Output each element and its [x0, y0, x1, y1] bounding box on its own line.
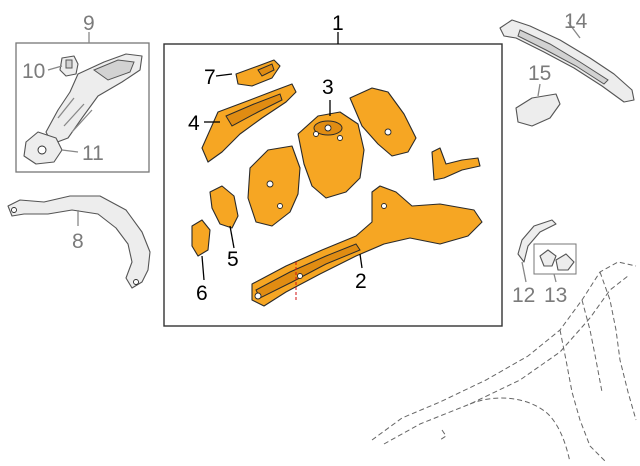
leader-13: [553, 273, 557, 283]
part-2-lower-rail: [251, 185, 483, 307]
assembly-9-box: [15, 42, 150, 173]
leader-7: [215, 73, 233, 77]
callout-11: 11: [82, 142, 104, 165]
part-9-rail: [45, 53, 143, 145]
rear-panel: [349, 87, 417, 157]
callout-15: 15: [528, 62, 551, 85]
part-15-bracket: [515, 93, 561, 127]
callout-2: 2: [355, 270, 367, 293]
part-5-bracket: [209, 185, 239, 229]
part-11-mount: [23, 131, 63, 165]
callout-3: 3: [322, 76, 334, 99]
callout-8: 8: [72, 230, 84, 253]
callout-6: 6: [196, 282, 208, 305]
callout-13: 13: [544, 284, 567, 307]
part-8-shield: [7, 195, 151, 289]
part-14-strut: [499, 19, 635, 103]
part-4-upper-rail: [201, 83, 297, 163]
part-6-bracket: [191, 219, 211, 257]
leader-12: [521, 261, 527, 283]
leader-6: [201, 255, 205, 281]
part-3-apron: [247, 145, 301, 227]
part-3-strut-tower: [297, 111, 365, 199]
callout-10: 10: [22, 60, 45, 83]
callout-5: 5: [227, 248, 239, 271]
leader-14: [567, 21, 581, 39]
callout-9: 9: [83, 12, 95, 35]
callout-14: 14: [564, 10, 588, 33]
callout-1: 1: [332, 12, 344, 35]
part-10-bracket: [59, 55, 79, 77]
part-13-grommets: [533, 243, 577, 275]
main-assembly-box: [163, 43, 503, 327]
side-bracket: [431, 147, 481, 181]
fender-outline: [371, 261, 637, 463]
leader-2: [359, 253, 363, 269]
callout-7: 7: [204, 66, 216, 89]
part-7-bracket: [235, 59, 281, 87]
part-12-rod: [517, 219, 557, 263]
callout-4: 4: [188, 112, 200, 135]
leader-11: [61, 149, 79, 153]
leader-5: [229, 225, 235, 249]
callout-12: 12: [512, 284, 535, 307]
leader-10: [47, 65, 63, 71]
leader-15: [537, 83, 541, 97]
